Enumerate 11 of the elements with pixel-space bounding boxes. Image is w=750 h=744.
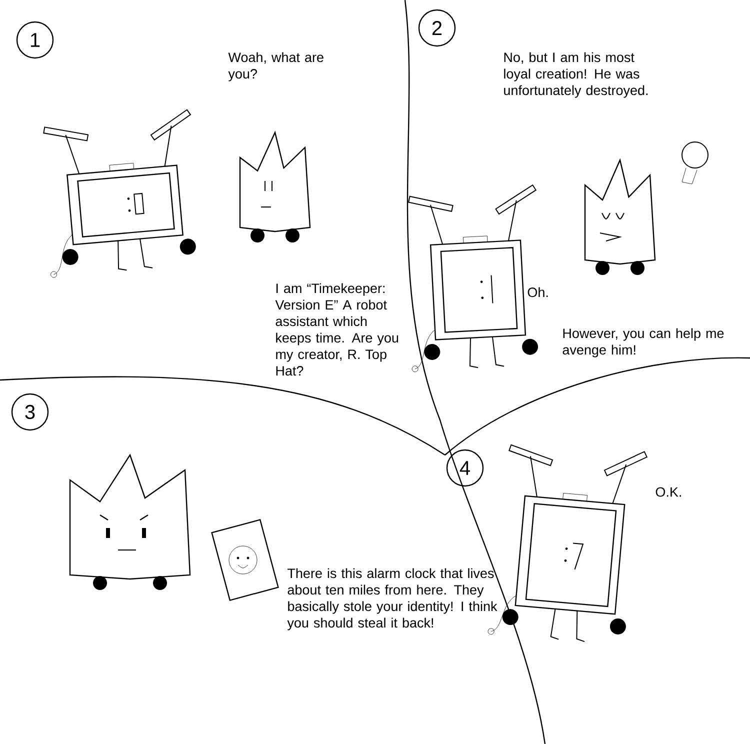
panel-number: 4 bbox=[446, 449, 484, 487]
speech-text: O.K. bbox=[656, 487, 681, 497]
panel-number: 1 bbox=[16, 21, 54, 59]
panel-number: 2 bbox=[418, 9, 456, 47]
speech-text: I am “Timekeeper: Version E” A robot assistant which keeps time. Are you my creator, R. Top Hat? bbox=[275, 283, 398, 376]
speech-text: Oh. bbox=[528, 287, 548, 298]
speech-text: There is this alarm clock that lives about ten miles from here. They basically stole your identity! I think you should steal it back! bbox=[287, 568, 498, 630]
speech-text: However, you can help me avenge him! bbox=[562, 328, 724, 358]
speech-text: No, but I am his most loyal creation! He was unfortunately destroyed. bbox=[504, 52, 648, 98]
speech-text: Woah, what are you? bbox=[228, 52, 324, 82]
panel-number: 3 bbox=[11, 393, 49, 431]
